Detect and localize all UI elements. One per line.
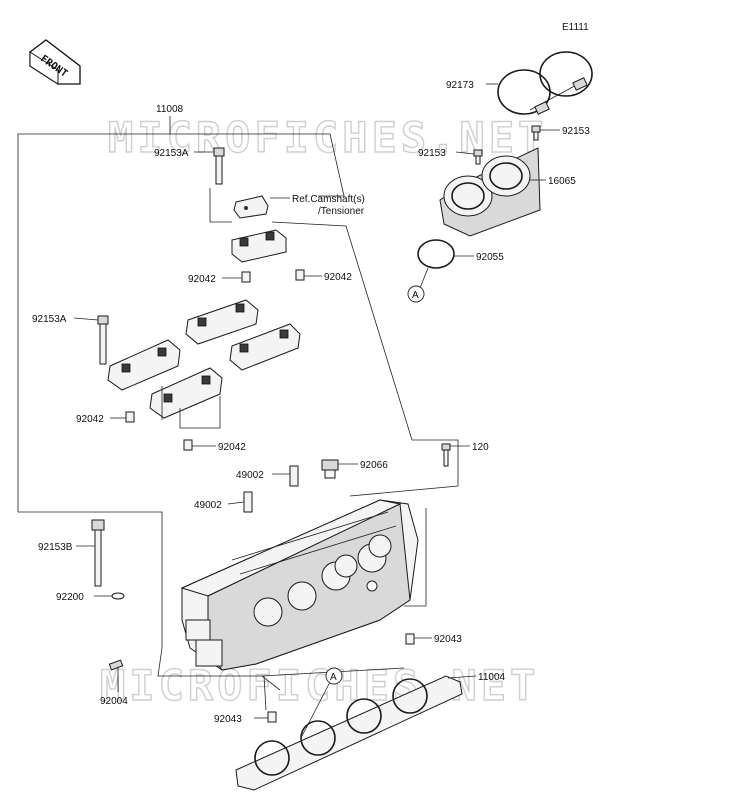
label-92043-right: 92043 xyxy=(434,634,462,645)
guide-49002-lower xyxy=(243,491,253,513)
label-92004: 92004 xyxy=(100,696,128,707)
screw-92153-right xyxy=(531,125,541,141)
dowel-92042-low xyxy=(183,439,193,451)
bolt-92153a-side xyxy=(97,315,109,365)
dowel-92043-right xyxy=(405,633,415,645)
label-92173: 92173 xyxy=(446,80,474,91)
label-92042-left: 92042 xyxy=(188,274,216,285)
assembly-bracket xyxy=(17,116,459,691)
screw-92153-left xyxy=(473,149,483,165)
callout-a-upper: A xyxy=(407,267,429,303)
dowel-92042-right xyxy=(295,269,305,281)
callout-a-lower: A xyxy=(301,667,343,737)
leader-lines xyxy=(73,83,560,719)
dowel-92042-mid xyxy=(125,411,135,423)
dowel-92042-left xyxy=(241,271,251,283)
ref-camshaft-line1: Ref.Camshaft(s) xyxy=(292,194,365,205)
label-92200: 92200 xyxy=(56,592,84,603)
label-49002-a: 49002 xyxy=(236,470,264,481)
label-92153a-top: 92153A xyxy=(154,148,189,159)
cam-cap-mid-1 xyxy=(185,299,259,345)
diagram-code: E1111 xyxy=(562,22,589,33)
label-92153-right: 92153 xyxy=(562,126,590,137)
label-92043-bottom: 92043 xyxy=(214,714,242,725)
gasket-11004 xyxy=(235,675,463,791)
clamp-92173 xyxy=(497,51,593,115)
label-92153a-side: 92153A xyxy=(32,314,67,325)
holder-16065 xyxy=(439,147,541,237)
label-120: 120 xyxy=(472,442,489,453)
label-92066: 92066 xyxy=(360,460,388,471)
cam-cap-left xyxy=(107,339,181,391)
label-49002-b: 49002 xyxy=(194,500,222,511)
label-92153b: 92153B xyxy=(38,542,73,553)
label-92055: 92055 xyxy=(476,252,504,263)
cam-cap-top xyxy=(231,229,287,263)
front-arrow-icon: FRONT xyxy=(29,39,81,85)
dowel-92043-bottom xyxy=(267,711,277,723)
label-92042-low: 92042 xyxy=(218,442,246,453)
watermark-top: MICROFICHES.NET xyxy=(108,113,547,162)
label-92042-right: 92042 xyxy=(324,272,352,283)
bolt-92153a-top xyxy=(213,147,225,185)
cylinder-head-11008 xyxy=(180,499,419,671)
callout-a-lower-text: A xyxy=(330,672,337,683)
label-11008: 11008 xyxy=(156,104,184,115)
watermark-bottom: MICROFICHES.NET xyxy=(100,661,539,710)
o-ring-92055 xyxy=(417,239,455,269)
label-92153-left: 92153 xyxy=(418,148,446,159)
cam-cap-mid-2 xyxy=(229,323,301,371)
tensioner-bracket xyxy=(233,195,269,219)
bolt-120 xyxy=(441,443,451,467)
label-92042-mid: 92042 xyxy=(76,414,104,425)
washer-92200 xyxy=(111,592,125,600)
bolt-92153b xyxy=(91,519,105,587)
label-11004: 11004 xyxy=(478,672,506,683)
callout-a-upper-text: A xyxy=(412,290,419,301)
label-16065: 16065 xyxy=(548,176,576,187)
cam-cap-lower xyxy=(149,367,223,419)
guide-49002-upper xyxy=(289,465,299,487)
stud-92004 xyxy=(108,659,124,671)
ref-camshaft-line2: /Tensioner xyxy=(318,206,365,217)
plug-92066 xyxy=(321,459,339,479)
